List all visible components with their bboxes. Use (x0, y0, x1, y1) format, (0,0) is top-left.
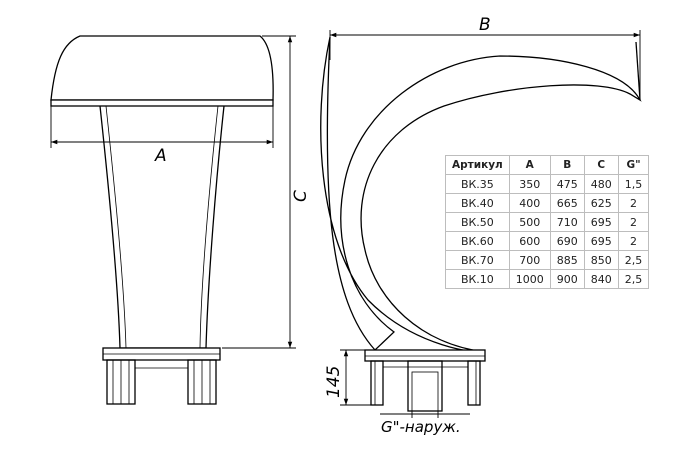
cell-b: 665 (549, 193, 585, 213)
thread-leader (380, 411, 470, 418)
cell-a: 500 (508, 212, 551, 232)
cell-article: ВК.70 (445, 250, 510, 270)
cap-band (50, 99, 274, 107)
cell-c: 840 (583, 269, 619, 289)
table-row: ВК.50 500 710 695 2 (445, 212, 650, 232)
table-row: ВК.40 400 665 625 2 (445, 193, 650, 213)
dimension-145 (340, 349, 371, 406)
crescent-shape (320, 36, 642, 353)
cell-b: 475 (549, 174, 585, 194)
table-row: ВК.35 350 475 480 1,5 (445, 174, 650, 194)
cell-b: 690 (549, 231, 585, 251)
dimension-a-label: A (154, 146, 167, 166)
cell-g: 1,5 (617, 174, 650, 194)
cell-c: 625 (583, 193, 619, 213)
dimension-c-label: C (291, 190, 311, 202)
header-c: C (583, 155, 619, 175)
side-base-legs (370, 360, 481, 412)
header-g: G" (617, 155, 650, 175)
cell-c: 695 (583, 212, 619, 232)
dimension-b (329, 30, 641, 100)
table-row: ВК.70 700 885 850 2,5 (445, 250, 650, 270)
cell-article: ВК.35 (445, 174, 510, 194)
cell-g: 2 (617, 231, 650, 251)
spec-table: Артикул A B C G" ВК.35 350 475 480 1,5 В… (445, 155, 650, 289)
side-base-flange (364, 349, 486, 362)
side-view (320, 36, 642, 412)
cell-g: 2,5 (617, 269, 650, 289)
thread-note: G"-наруж. (381, 418, 461, 436)
cell-article: ВК.50 (445, 212, 510, 232)
base-legs (106, 359, 217, 405)
cell-a: 350 (508, 174, 551, 194)
cell-b: 710 (549, 212, 585, 232)
cell-a: 400 (508, 193, 551, 213)
dimension-145-label: 145 (324, 366, 344, 398)
cell-b: 900 (549, 269, 585, 289)
cell-c: 480 (583, 174, 619, 194)
front-view (50, 35, 274, 405)
spec-table-header-row: Артикул A B C G" (445, 155, 650, 175)
cell-g: 2 (617, 193, 650, 213)
cell-c: 850 (583, 250, 619, 270)
header-b: B (549, 155, 585, 175)
cell-a: 600 (508, 231, 551, 251)
dimension-a (50, 106, 274, 148)
cap-dome (50, 35, 274, 101)
cell-article: ВК.40 (445, 193, 510, 213)
cell-article: ВК.10 (445, 269, 510, 289)
cell-g: 2 (617, 212, 650, 232)
cell-g: 2,5 (617, 250, 650, 270)
cell-c: 695 (583, 231, 619, 251)
header-article: Артикул (445, 155, 510, 175)
header-a: A (508, 155, 551, 175)
cell-b: 885 (549, 250, 585, 270)
table-row: ВК.10 1000 900 840 2,5 (445, 269, 650, 289)
dimension-c (222, 35, 296, 349)
dimension-b-label: B (479, 15, 491, 35)
cell-a: 700 (508, 250, 551, 270)
table-row: ВК.60 600 690 695 2 (445, 231, 650, 251)
cell-a: 1000 (508, 269, 551, 289)
cell-article: ВК.60 (445, 231, 510, 251)
